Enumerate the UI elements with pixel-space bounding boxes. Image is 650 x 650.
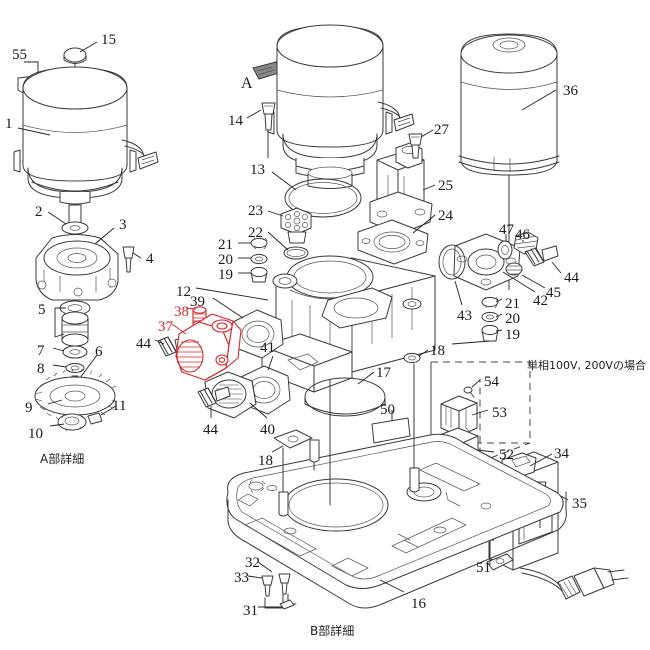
group-right-upper <box>357 33 562 345</box>
callout-9-gear: 9 <box>25 400 33 416</box>
callout-44-stud-bolt: 44 <box>136 336 151 352</box>
callout-5-bearing-stack: 5 <box>38 302 46 318</box>
group-base-housing <box>226 363 567 610</box>
callout-15-cap: 15 <box>101 32 116 48</box>
callout-41-gasket: 41 <box>260 340 275 356</box>
callout-21-lock-washer: 21 <box>218 237 233 253</box>
callout-44-stud-bolt: 44 <box>564 270 579 286</box>
callout-18-mount-bracket: 18 <box>430 343 445 359</box>
callout-3-bearing-housing: 3 <box>119 217 127 233</box>
callout-20-washer: 20 <box>218 252 233 268</box>
callout-54-screw: 54 <box>484 374 499 390</box>
callout-42-nipple: 42 <box>533 293 548 309</box>
callout-33-screw: 33 <box>234 570 249 586</box>
callout-39-gasket: 39 <box>190 294 205 310</box>
callout-32-screw: 32 <box>245 555 260 571</box>
callout-53-relay-cover: 53 <box>492 405 507 421</box>
callout-55-label-tag: 55 <box>12 47 27 63</box>
callout-47-washer: 47 <box>499 222 514 238</box>
callout-19-nut: 19 <box>218 267 233 283</box>
callout-1-motor-assembly: 1 <box>5 116 13 132</box>
callout-7-washer-small: 7 <box>37 343 45 359</box>
callout-4-screw: 4 <box>146 251 154 267</box>
callout-31-clip: 31 <box>243 603 258 619</box>
callout-40-flange-fitting: 40 <box>260 422 275 438</box>
marker-a: A <box>241 75 253 92</box>
group-motor-left <box>13 41 159 432</box>
callout-50-name-plate: 50 <box>380 402 395 418</box>
callout-6-pin: 6 <box>95 344 103 360</box>
callout-27-bolt: 27 <box>434 122 449 138</box>
callout-35-screw: 35 <box>572 496 587 512</box>
callout-17-diaphragm-disc: 17 <box>376 365 391 381</box>
caption-b: B部詳細 <box>310 624 355 638</box>
callout-51-bracket: 51 <box>476 560 491 576</box>
callout-25-solenoid-valve: 25 <box>438 178 453 194</box>
callout-23-valve-plate: 23 <box>248 203 263 219</box>
callout-24-gasket: 24 <box>438 208 453 224</box>
callout-52-capacitor: 52 <box>499 447 514 463</box>
callout-8-spacer: 8 <box>37 361 45 377</box>
callout-38-plug: 38 <box>174 304 189 320</box>
callout-13-o-ring-large: 13 <box>250 162 265 178</box>
callout-45-washer: 45 <box>546 285 561 301</box>
highlight-part-37 <box>171 306 242 381</box>
callout-22-o-ring-small: 22 <box>248 225 263 241</box>
callout-20-washer: 20 <box>505 311 520 327</box>
callout-21-lock-washer: 21 <box>505 296 520 312</box>
callout-36-canister-filter: 36 <box>563 83 578 99</box>
note-voltage: 単相100V, 200Vの場合 <box>527 359 647 372</box>
callout-19-nut: 19 <box>505 327 520 343</box>
callout-11-key: 11 <box>112 398 127 414</box>
caption-a: A部詳細 <box>40 452 85 466</box>
callout-16-base-housing: 16 <box>411 596 426 612</box>
callout-37-elbow-fitting: 37 <box>158 319 173 335</box>
callout-2-washer: 2 <box>35 204 43 220</box>
callout-34-control-box: 34 <box>554 446 569 462</box>
group-motor-center <box>154 24 436 453</box>
callout-18-mount-bracket: 18 <box>258 453 273 469</box>
callout-14-bolt: 14 <box>228 113 243 129</box>
callout-10-hub: 10 <box>28 426 43 442</box>
stud-44-lower <box>197 386 231 418</box>
callout-43-o-ring: 43 <box>457 308 472 324</box>
callout-46-fitting: 46 <box>515 227 530 243</box>
callout-44-stud-bolt: 44 <box>203 422 218 438</box>
callout-12-pump-body: 12 <box>176 284 191 300</box>
